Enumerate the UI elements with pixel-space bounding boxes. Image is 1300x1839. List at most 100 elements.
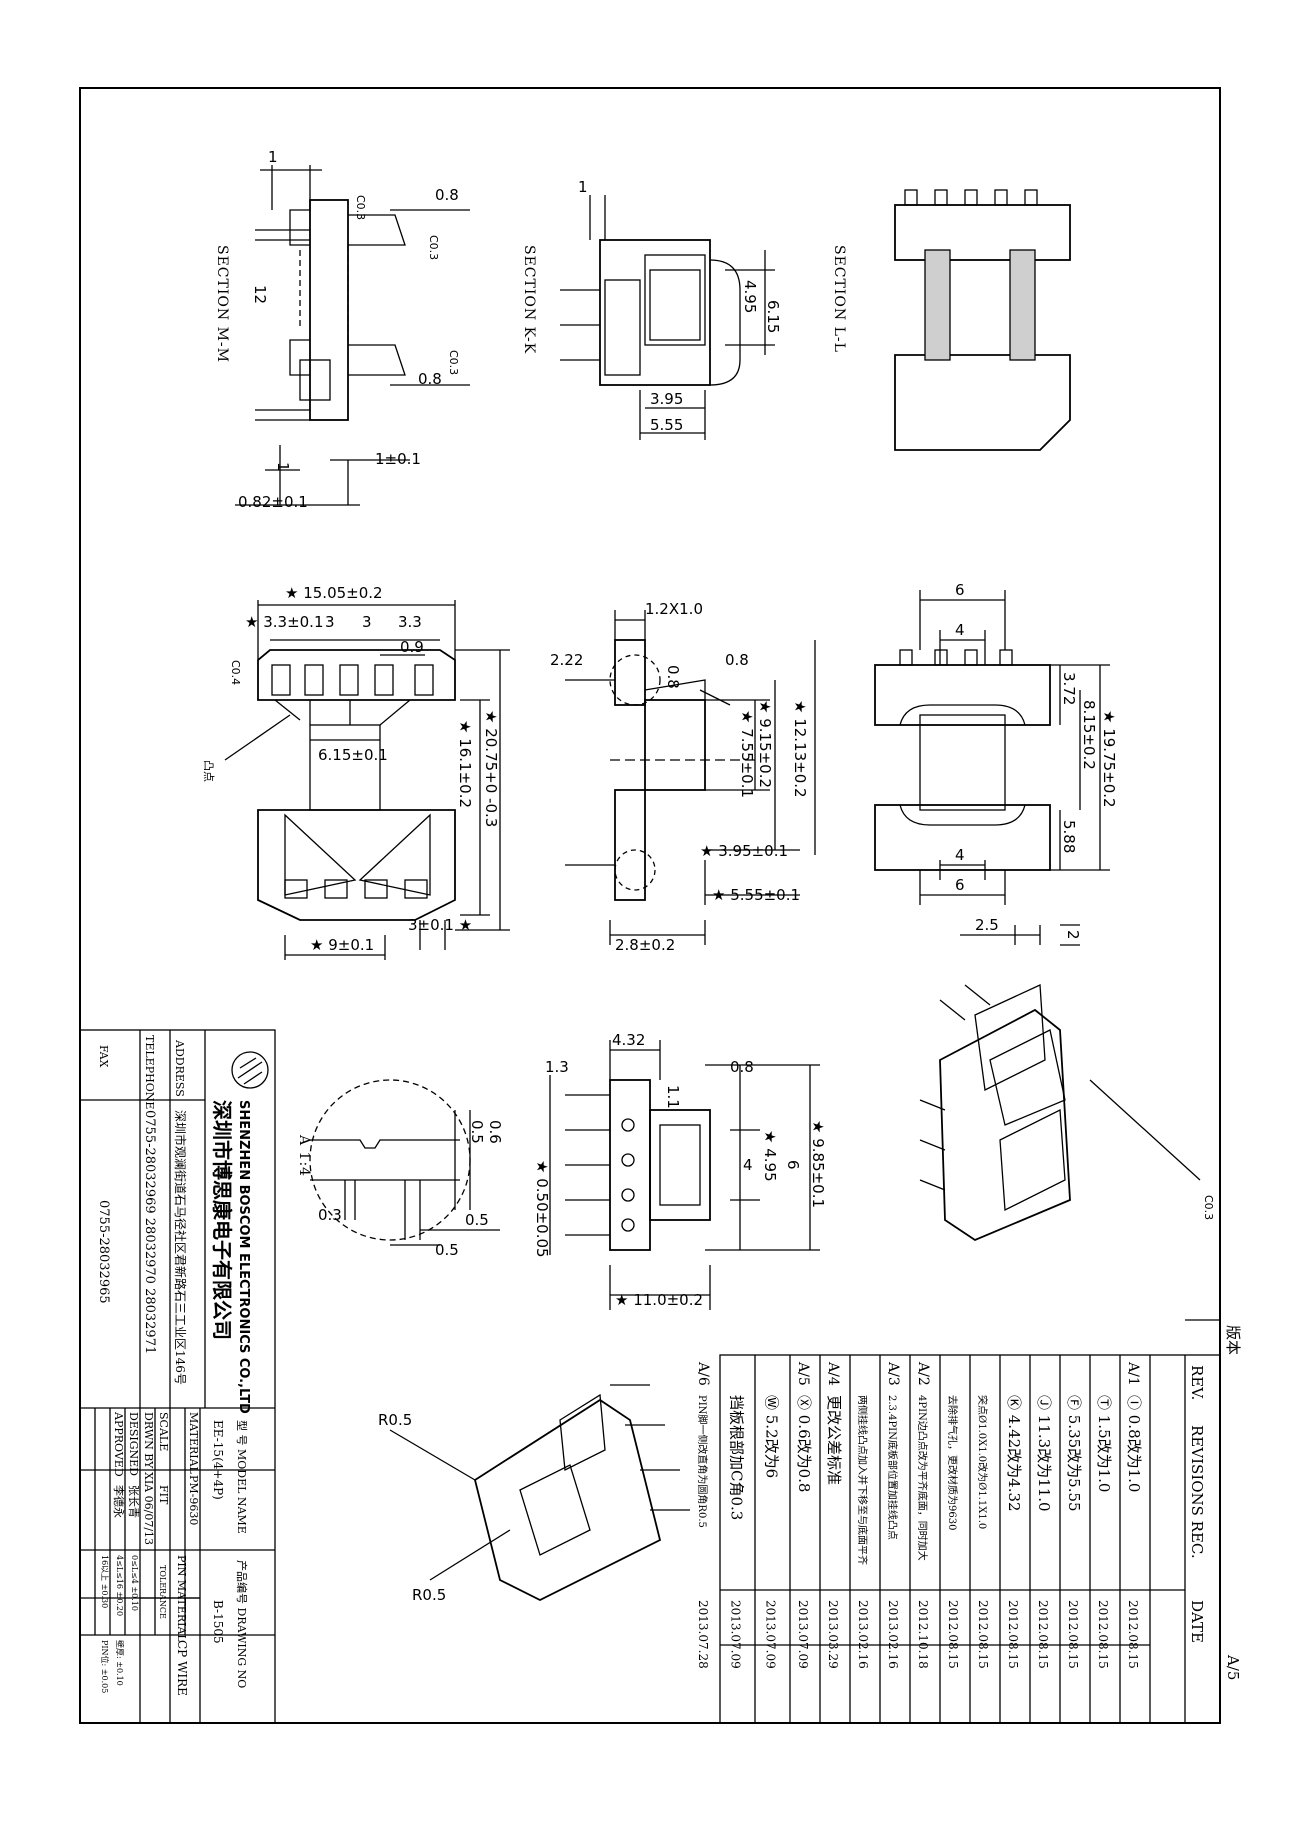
- tolerance-row-5: PIN位: ±0.05: [100, 1640, 110, 1693]
- bottom-dim-4: 4: [743, 1156, 753, 1174]
- revision-row-record: Ⓙ 11.3改为11.0: [1035, 1395, 1053, 1512]
- bottom-dim-0-50: ★ 0.50±0.05: [533, 1160, 551, 1258]
- isometric-view-top: [919, 984, 1201, 1242]
- revision-row-date: 2013.02.16: [886, 1600, 900, 1669]
- top-dim-0-9: 0.9: [400, 638, 424, 656]
- end-dim-8-15: 8.15±0.2: [1080, 700, 1098, 770]
- approved-value: 李德永: [112, 1485, 126, 1518]
- side-dim-7-55: ★ 7.55±0.1: [738, 710, 756, 798]
- revision-row-rev: A/6: [695, 1361, 711, 1386]
- sheet-border: [79, 87, 1221, 1724]
- end-dim-4b: 4: [955, 846, 965, 864]
- bottom-view: [549, 1040, 820, 1310]
- tolerance-row-4: 壁厚: ±0.10: [115, 1640, 125, 1686]
- mm-dim-0-82: 0.82±0.1: [238, 493, 308, 511]
- top-dim-3b: 3: [362, 613, 372, 631]
- side-dim-3-95: ★ 3.95±0.1: [700, 842, 788, 860]
- revision-row-record: 4PIN边凸点改为平齐底面，同时加大: [916, 1395, 929, 1561]
- revision-row-date: 2012.08.15: [1036, 1600, 1050, 1669]
- revision-row-record: Ⓧ 0.6改为0.8: [795, 1395, 813, 1492]
- detail-dim-0-5c: 0.5: [435, 1241, 459, 1259]
- revision-row-record: 挡板根部加C角0.3: [728, 1395, 746, 1520]
- bottom-dim-6: 6: [784, 1160, 802, 1170]
- top-view: [224, 600, 510, 960]
- side-dim-5-55: ★ 5.55±0.1: [712, 886, 800, 904]
- model-value: EE-15(4+4P): [211, 1420, 225, 1500]
- fax-value: 0755-28032965: [96, 1200, 111, 1304]
- mm-dim-c03b: C0.3: [427, 235, 440, 260]
- revision-row-record: 2.3.4PIN底板部位置加挂线凸点: [886, 1395, 899, 1540]
- kk-dim-3-95: 3.95: [650, 390, 683, 408]
- revision-row-record: 更改公差标准: [825, 1395, 843, 1485]
- rev-date-header: DATE: [1188, 1600, 1206, 1643]
- revision-row-date: 2012.08.15: [1066, 1600, 1080, 1669]
- tolerance-row-1: 0≤L≤4 ±0.10: [130, 1555, 139, 1611]
- revision-row-date: 2013.03.29: [826, 1600, 840, 1669]
- end-dim-2-5: 2.5: [975, 916, 999, 934]
- top-dim-c04: C0.4: [229, 660, 242, 685]
- detail-dim-0-5b: 0.5: [465, 1211, 489, 1229]
- revision-row-date: 2013.07.09: [764, 1600, 778, 1669]
- end-dim-6a: 6: [955, 581, 965, 599]
- tolerance-label: TOLERANCE: [158, 1565, 167, 1619]
- revision-row-record: PIN脚一侧改直角为圆角R0.5: [696, 1395, 709, 1528]
- detail-a-view: [309, 1079, 500, 1246]
- revision-row-date: 2012.08.15: [1126, 1600, 1140, 1669]
- drawing-no-label: 产品编号 DRAWING NO: [235, 1560, 249, 1688]
- tolerance-row-2: 4≤L≤16 ±0.20: [115, 1555, 124, 1616]
- revision-row-date: 2012.08.15: [1006, 1600, 1020, 1669]
- scale-label: SCALE: [157, 1412, 170, 1451]
- side-dim-1-2x1-0: 1.2X1.0: [645, 600, 703, 618]
- company-name-cn: 深圳市博思康电子有限公司: [210, 1100, 234, 1340]
- drwn-value: XIA 06/07/13: [142, 1472, 155, 1545]
- revision-row-rev: A/5: [795, 1361, 811, 1386]
- bottom-dim-1-3: 1.3: [545, 1058, 569, 1076]
- section-mm-label: SECTION M-M: [214, 245, 230, 363]
- revision-row-record: 两侧挂线凸点加入并下移至与底面平齐: [856, 1395, 869, 1565]
- material-value: PM-9630: [187, 1475, 200, 1525]
- version-value: A/5: [1224, 1654, 1242, 1680]
- revision-row-record: Ⓘ 0.8改为1.0: [1125, 1395, 1143, 1492]
- end-dim-6b: 6: [955, 876, 965, 894]
- mm-dim-12: 12: [251, 285, 269, 304]
- pin-material-value: CP WIRE: [175, 1640, 189, 1696]
- pin-material-label: PIN MATERIAL: [175, 1555, 188, 1642]
- revision-row-rev: A/4: [825, 1361, 841, 1386]
- mm-dim-0-8b: 0.8: [418, 370, 442, 388]
- top-dim-9: ★ 9±0.1: [310, 936, 374, 954]
- top-dim-6-15: 6.15±0.1: [318, 746, 388, 764]
- side-dim-0-8a: 0.8: [664, 665, 682, 689]
- revision-row-rev: A/2: [915, 1361, 931, 1386]
- title-block-grid: [79, 1029, 276, 1724]
- revision-row-record: Ⓕ 5.35改为5.55: [1065, 1395, 1083, 1512]
- iso-r05b-label: R0.5: [412, 1586, 446, 1604]
- revision-row-date: 2013.07.28: [696, 1600, 710, 1669]
- end-view: [874, 590, 1110, 946]
- isometric-view-bottom: [389, 1384, 690, 1602]
- bottom-dim-4-32: 4.32: [612, 1031, 645, 1049]
- mm-dim-1: 1: [268, 148, 278, 166]
- kk-dim-5-55: 5.55: [650, 416, 683, 434]
- bottom-dim-11-0: ★ 11.0±0.2: [615, 1291, 703, 1309]
- kk-dim-4-95: 4.95: [741, 280, 759, 313]
- rev-header: REV.: [1188, 1365, 1206, 1400]
- side-dim-2-22: 2.22: [550, 651, 583, 669]
- iso-c03-label: C0.3: [1202, 1195, 1215, 1220]
- top-dim-15-05: ★ 15.05±0.2: [285, 584, 383, 602]
- drawing-no-value: B-1505: [211, 1600, 225, 1644]
- section-ll-view: [894, 189, 1071, 451]
- bottom-dim-1-1: 1.1: [664, 1085, 682, 1109]
- mm-dim-1b: 1: [274, 462, 292, 472]
- scale-value: FIT: [157, 1485, 170, 1505]
- side-dim-2-8: 2.8±0.2: [615, 936, 675, 954]
- bottom-dim-4-95: ★ 4.95: [761, 1130, 779, 1182]
- company-name-en: SHENZHEN BOSCOM ELECTRONICS CO.,LTD: [236, 1100, 251, 1414]
- designed-label: DESIGNED: [127, 1412, 140, 1476]
- telephone-value: 0755-28032969 28032970 28032971: [142, 1110, 157, 1354]
- detail-dim-0-6: 0.6: [486, 1120, 504, 1144]
- side-dim-9-15: ★ 9.15±0.2: [756, 700, 774, 788]
- top-convex-label: 凸点: [202, 760, 215, 782]
- top-dim-3-3a: ★ 3.3±0.1: [245, 613, 324, 631]
